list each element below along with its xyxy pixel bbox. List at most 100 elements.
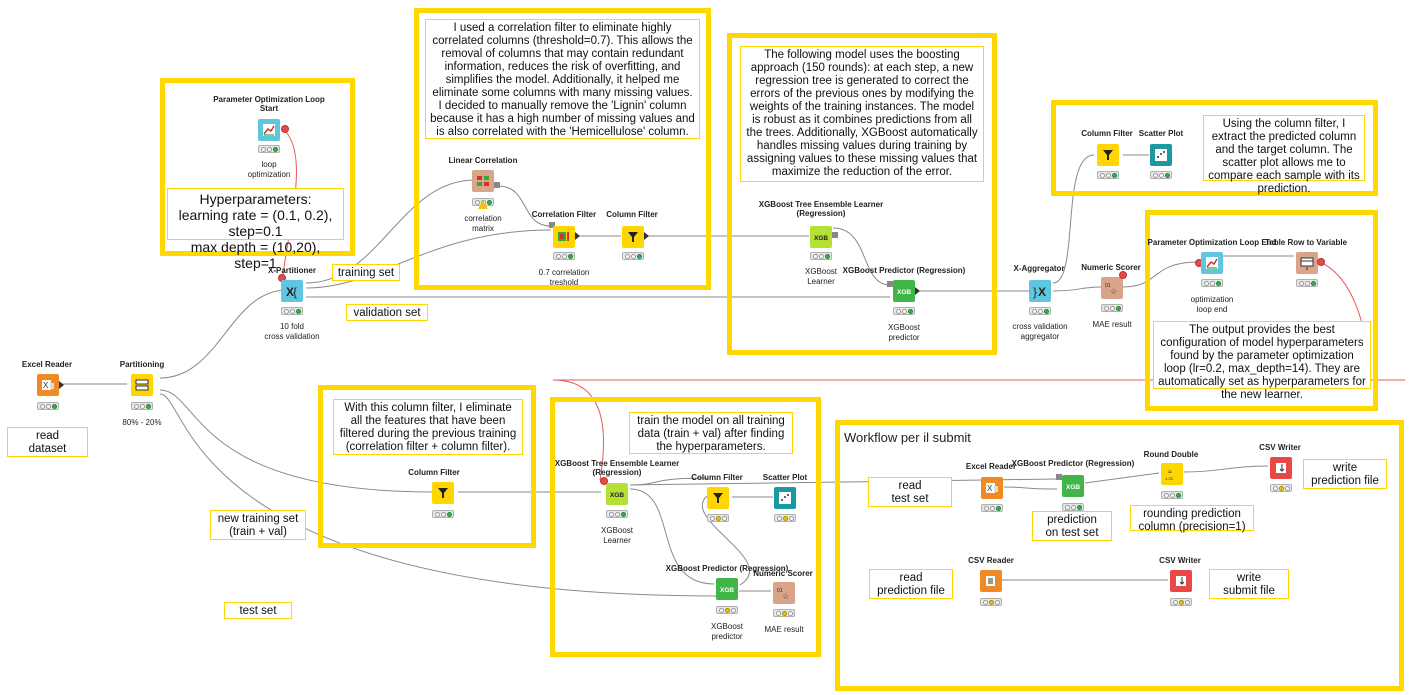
input-port[interactable]	[549, 222, 555, 228]
submit-workflow-title: Workflow per il submit	[844, 430, 971, 445]
output-port[interactable]	[915, 287, 920, 295]
column-filter-node[interactable]	[707, 487, 729, 509]
node-status	[131, 402, 153, 410]
node-label: XGBoost Predictor (Regression)	[665, 564, 789, 573]
annotation-write-submit: write submit file	[1209, 569, 1289, 599]
round-double-node[interactable]: ≈1.23	[1161, 463, 1183, 485]
node-caption: XGBoost predictor	[710, 622, 743, 641]
annotation-write-prediction: write prediction file	[1303, 459, 1387, 489]
model-input-port[interactable]	[1056, 474, 1062, 480]
variable-port[interactable]	[600, 477, 608, 485]
node-status	[980, 598, 1002, 606]
variable-port[interactable]	[1317, 258, 1325, 266]
node-label: Column Filter	[691, 473, 743, 482]
node-caption: XGBoost predictor	[887, 323, 920, 342]
annotation-colfilter2: With this column filter, I eliminate all…	[333, 399, 523, 455]
x-aggregator-node[interactable]: }X	[1029, 280, 1051, 302]
node-status	[1101, 304, 1123, 312]
output-port[interactable]	[832, 232, 838, 238]
node-status	[622, 252, 644, 260]
scorer-icon: 01☆	[777, 588, 789, 601]
xgboost-predictor-node[interactable]: XGB	[716, 578, 738, 600]
node-status	[773, 609, 795, 617]
scatter-plot-node[interactable]	[1150, 144, 1172, 166]
scatter-plot-icon	[1155, 149, 1167, 161]
xgboost-learner-node[interactable]: XGB	[810, 226, 832, 248]
excel-icon: X	[42, 380, 54, 390]
node-label: Scatter Plot	[762, 473, 808, 482]
node-status	[281, 307, 303, 315]
node-caption: correlation matrix	[464, 214, 502, 233]
column-filter-icon	[713, 493, 723, 503]
node-caption: 10 fold cross validation	[264, 322, 320, 341]
output-port[interactable]	[575, 232, 580, 240]
param-loop-start-node[interactable]	[258, 119, 280, 141]
svg-text:XGB: XGB	[610, 492, 624, 499]
model-input-port[interactable]	[887, 281, 893, 287]
node-caption: XGBoost Learner	[600, 526, 633, 545]
column-filter-node[interactable]	[432, 482, 454, 504]
node-label: Excel Reader	[21, 360, 73, 369]
node-status	[810, 252, 832, 260]
csv-writer-node[interactable]	[1270, 457, 1292, 479]
x-partitioner-node[interactable]: X{	[281, 280, 303, 302]
node-status	[774, 514, 796, 522]
column-filter-icon	[1103, 150, 1113, 160]
xgb-icon: XGB	[1066, 484, 1080, 491]
param-loop-end-node[interactable]	[1201, 252, 1223, 274]
node-label: Table Row to Variable	[1264, 238, 1348, 247]
numeric-scorer-node[interactable]: 01☆	[773, 582, 795, 604]
warning-icon	[478, 200, 488, 209]
table-variable-icon	[1300, 257, 1314, 270]
linear-correlation-node[interactable]	[472, 170, 494, 192]
svg-text:01: 01	[777, 588, 783, 594]
node-label: Correlation Filter	[531, 210, 597, 219]
partitioning-node[interactable]	[131, 374, 153, 396]
correlation-filter-node[interactable]	[553, 226, 575, 248]
annotation-read-dataset: read dataset	[7, 427, 88, 457]
column-filter-node[interactable]	[1097, 144, 1119, 166]
node-label: CSV Reader	[968, 556, 1014, 565]
variable-port[interactable]	[1119, 271, 1127, 279]
csv-writer-icon	[1176, 576, 1186, 586]
output-port[interactable]	[644, 232, 649, 240]
csv-reader-icon	[986, 576, 995, 586]
node-status	[981, 504, 1003, 512]
table-row-to-variable-node[interactable]	[1296, 252, 1318, 274]
output-port[interactable]	[494, 182, 500, 188]
node-label: Excel Reader	[965, 462, 1017, 471]
csv-writer-node[interactable]	[1170, 570, 1192, 592]
numeric-scorer-node[interactable]: 01☆	[1101, 277, 1123, 299]
x-aggregate-icon: }X	[1033, 285, 1046, 299]
xgboost-predictor-node[interactable]: XGB	[893, 280, 915, 302]
scatter-plot-node[interactable]	[774, 487, 796, 509]
annotation-correlation: I used a correlation filter to eliminate…	[425, 19, 700, 139]
node-status	[606, 510, 628, 518]
xgboost-predictor-node[interactable]: XGB	[1062, 475, 1084, 497]
xgb-icon: XGB	[897, 289, 911, 296]
node-status	[1097, 171, 1119, 179]
node-label: XGBoost Tree Ensemble Learner (Regressio…	[758, 200, 884, 218]
svg-text:XGB: XGB	[1066, 484, 1080, 491]
annotation-frame-correlation	[414, 8, 711, 290]
annotation-training-set: training set	[332, 264, 400, 281]
svg-text:X: X	[43, 381, 49, 390]
output-port[interactable]	[59, 381, 64, 389]
variable-port[interactable]	[281, 125, 289, 133]
annotation-output: The output provides the best configurati…	[1153, 321, 1371, 401]
node-label: XGBoost Predictor (Regression)	[842, 266, 966, 275]
xgboost-learner-node[interactable]: XGB	[606, 483, 628, 505]
node-label: Numeric Scorer	[753, 569, 813, 578]
csv-reader-node[interactable]	[980, 570, 1002, 592]
excel-icon: X	[986, 483, 998, 493]
column-filter-node[interactable]	[622, 226, 644, 248]
excel-reader-node[interactable]: X	[37, 374, 59, 396]
annotation-prediction-test: prediction on test set	[1032, 511, 1112, 541]
round-double-icon: ≈1.23	[1165, 469, 1174, 481]
column-filter-icon	[628, 232, 638, 242]
excel-reader-node[interactable]: X	[981, 477, 1003, 499]
node-label: XGBoost Predictor (Regression)	[1011, 459, 1135, 468]
loop-chart-icon	[263, 124, 275, 136]
node-status	[1161, 491, 1183, 499]
